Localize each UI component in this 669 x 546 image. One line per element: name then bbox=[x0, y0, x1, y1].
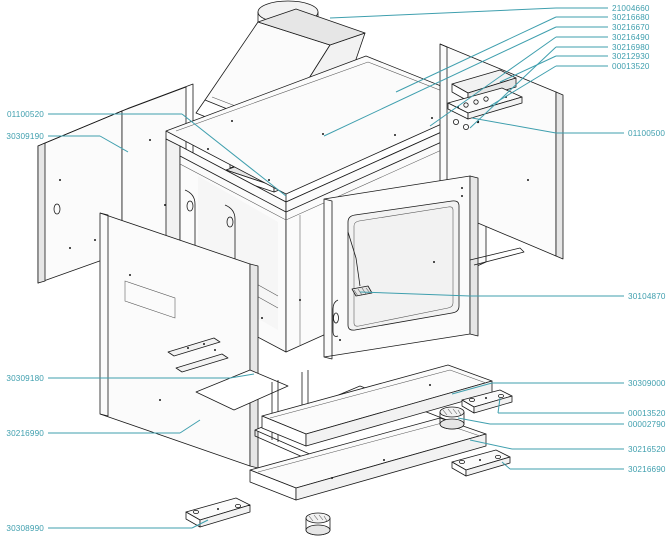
leader-30216680 bbox=[395, 16, 557, 93]
leader-30216980 bbox=[469, 46, 557, 129]
part-number-30309000[interactable]: 30309000 bbox=[628, 379, 666, 388]
part-levelling-foot-right bbox=[439, 406, 465, 430]
part-number-30216680[interactable]: 30216680 bbox=[612, 13, 650, 22]
part-foot-plate-left bbox=[185, 497, 251, 528]
part-number-21004660[interactable]: 21004660 bbox=[612, 4, 650, 13]
leader-30308990 bbox=[191, 519, 209, 529]
leader-30104870 bbox=[359, 291, 471, 297]
part-number-30216690[interactable]: 30216690 bbox=[628, 465, 666, 474]
part-number-30309190[interactable]: 30309190 bbox=[6, 132, 44, 141]
part-number-30309180[interactable]: 30309180 bbox=[6, 374, 44, 383]
callout-leader-stubs bbox=[48, 7, 624, 529]
leader-30309180 bbox=[229, 373, 255, 379]
leader-01100520 bbox=[181, 113, 287, 197]
leader-30216670 bbox=[323, 26, 557, 137]
part-number-30216980[interactable]: 30216980 bbox=[612, 43, 650, 52]
leader-30216690 bbox=[501, 461, 511, 470]
part-number-30308990[interactable]: 30308990 bbox=[6, 524, 44, 533]
part-number-00013520[interactable]: 00013520 bbox=[628, 409, 666, 418]
part-number-30212930[interactable]: 30212930 bbox=[612, 52, 650, 61]
part-number-30216490[interactable]: 30216490 bbox=[612, 33, 650, 42]
leader-01100500 bbox=[471, 117, 557, 134]
part-number-30216670[interactable]: 30216670 bbox=[612, 23, 650, 32]
callout-labels: 2100466030216680302166703021649030216980… bbox=[6, 4, 666, 533]
leader-30309000 bbox=[451, 382, 493, 395]
part-right-rear-panel bbox=[439, 43, 564, 260]
part-oven-door bbox=[323, 175, 525, 360]
part-levelling-foot-left bbox=[305, 512, 331, 536]
part-number-01100500[interactable]: 01100500 bbox=[628, 129, 665, 138]
leader-30212930 bbox=[499, 55, 557, 83]
part-mount-bracket-lower bbox=[451, 449, 511, 477]
door-latch-hardware bbox=[347, 231, 373, 297]
leader-00013520b bbox=[497, 397, 501, 414]
part-number-00002790[interactable]: 00002790 bbox=[628, 420, 666, 429]
part-number-30216990[interactable]: 30216990 bbox=[6, 429, 44, 438]
leader-00002790 bbox=[457, 417, 491, 425]
leader-30216490 bbox=[429, 36, 557, 127]
part-number-30216520[interactable]: 30216520 bbox=[628, 445, 666, 454]
leader-30216520 bbox=[469, 439, 513, 450]
callout-layer bbox=[99, 7, 557, 529]
part-mount-bracket-upper bbox=[461, 389, 513, 414]
part-number-01100520[interactable]: 01100520 bbox=[7, 110, 44, 119]
part-number-00013520[interactable]: 00013520 bbox=[612, 62, 650, 71]
leader-00013520 bbox=[489, 65, 557, 107]
part-front-large-panel bbox=[99, 212, 259, 469]
leader-30216990 bbox=[179, 419, 201, 434]
part-misc-fixings bbox=[167, 337, 229, 373]
leader-21004660 bbox=[329, 7, 557, 19]
part-number-30104870[interactable]: 30104870 bbox=[628, 292, 666, 301]
leader-30309190 bbox=[99, 135, 129, 153]
